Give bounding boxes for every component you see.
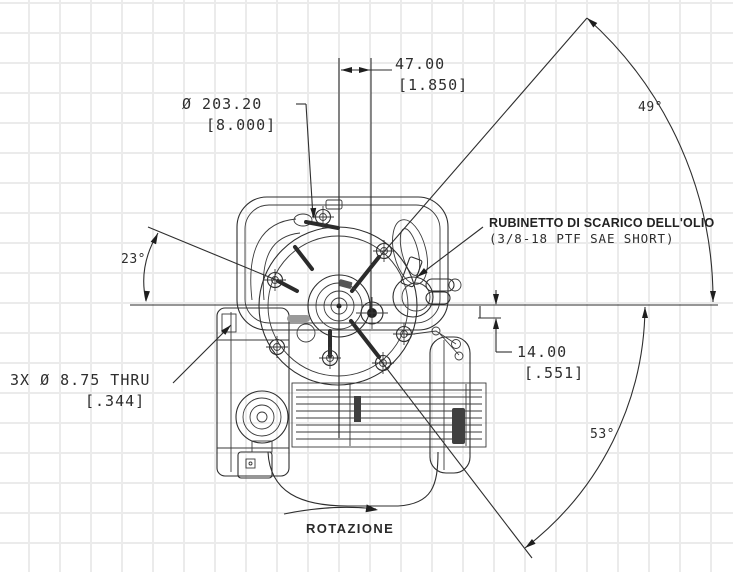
dim-47-in-label: [1.850]: [398, 76, 469, 94]
oil-drain-callout-line2: (3/8-18 PTF SAE SHORT): [489, 231, 675, 246]
dim-47: [341, 67, 392, 73]
oil-drain-callout-line1: RUBINETTO DI SCARICO DELL'OLIO: [489, 216, 715, 230]
mounting-holes-label-line1: 3X Ø 8.75 THRU: [10, 371, 151, 389]
rotation-label: ROTAZIONE: [306, 521, 395, 536]
flange-webs: [276, 220, 381, 359]
dim-203-in-label: [8.000]: [206, 116, 277, 134]
dim-47-mm-label: 47.00: [395, 55, 446, 73]
oil-sump-outline: [237, 451, 439, 507]
holes-leader: [172, 324, 232, 384]
starter-pulley: [235, 390, 289, 453]
bolt-hole: [319, 347, 341, 369]
right-fittings: [405, 278, 464, 361]
bolt-hole: [312, 206, 334, 228]
oil-drain-valve: [356, 256, 434, 329]
bolt-hole: [266, 336, 288, 358]
dim-203-leader: [296, 103, 317, 219]
rotation-arrow: [283, 504, 378, 515]
dim-49-angle: [375, 17, 716, 303]
cooling-fins: [291, 382, 487, 448]
spec-plate: [338, 279, 353, 289]
right-shroud: [429, 336, 471, 474]
dim-14-mm-label: 14.00: [517, 343, 568, 361]
dim-23-angle: [143, 226, 287, 302]
centerlines: [130, 58, 718, 438]
left-housing: [216, 307, 290, 477]
mounting-holes-label-line2: [.344]: [85, 392, 146, 410]
dim-203-mm-label: Ø 203.20: [182, 95, 263, 113]
flange-slot: [287, 315, 310, 322]
angle-23-label: 23°: [121, 252, 146, 267]
oil-drain-leader: [416, 226, 484, 278]
dim-14-in-label: [.551]: [524, 364, 585, 382]
angle-53-label: 53°: [590, 427, 615, 442]
angle-49-label: 49°: [638, 100, 663, 115]
dim-53-angle: [377, 306, 648, 559]
dim-14: [478, 290, 512, 353]
